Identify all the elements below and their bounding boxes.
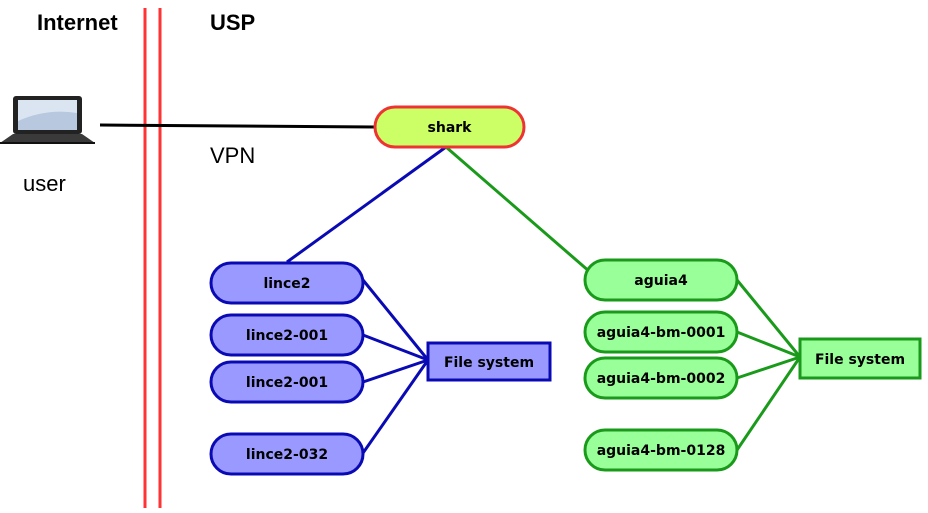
aguia4-label: aguia4 (634, 273, 688, 289)
laptop-icon (0, 96, 95, 144)
aguia4-bm-0001-label: aguia4-bm-0001 (597, 325, 726, 341)
shark-label: shark (428, 120, 473, 136)
lince2-001b-fs-link (362, 358, 429, 384)
shark-node: shark (373, 105, 526, 149)
aguia4-bm-0002-label: aguia4-bm-0002 (597, 371, 726, 387)
vpn-label: VPN (210, 143, 255, 168)
aguia4-bm-0001-fs-link (736, 330, 801, 359)
aguia4-bm-0128-node: aguia4-bm-0128 (583, 428, 739, 472)
lince2-001-label: lince2-001 (246, 328, 328, 344)
aguia-filesystem-node: File system (798, 337, 922, 380)
aguia4-fs-link (735, 279, 802, 358)
lince2-fs-link (361, 279, 430, 361)
lince2-001-second-label: lince2-001 (246, 375, 328, 391)
lince2-node: lince2 (209, 261, 365, 305)
lince2-001a-fs-link (362, 333, 429, 362)
lince2-032-fs-link (361, 359, 430, 454)
shark-aguia4-link (445, 145, 591, 274)
internet-label: Internet (37, 10, 118, 35)
aguia4-bm-0001-node: aguia4-bm-0001 (583, 310, 739, 354)
lince2-032-node: lince2-032 (209, 432, 365, 476)
shark-lince2-link (286, 145, 447, 264)
aguia4-bm-0002-node: aguia4-bm-0002 (583, 356, 739, 400)
aguia4-bm-0002-fs-link (736, 355, 801, 380)
lince-filesystem-node: File system (426, 341, 552, 382)
lince-filesystem-label: File system (444, 355, 534, 371)
aguia4-bm-0128-label: aguia4-bm-0128 (597, 443, 726, 459)
usp-label: USP (210, 10, 255, 35)
lince2-001-node: lince2-001 (209, 313, 365, 357)
user-label: user (23, 171, 66, 196)
aguia4-bm-0128-fs-link (735, 356, 802, 451)
vpn-line (99, 123, 376, 129)
lince2-032-label: lince2-032 (246, 447, 328, 463)
lince2-label: lince2 (263, 276, 310, 292)
aguia-filesystem-label: File system (815, 352, 905, 368)
aguia4-node: aguia4 (583, 258, 739, 302)
lince2-001-node-second: lince2-001 (209, 360, 365, 404)
